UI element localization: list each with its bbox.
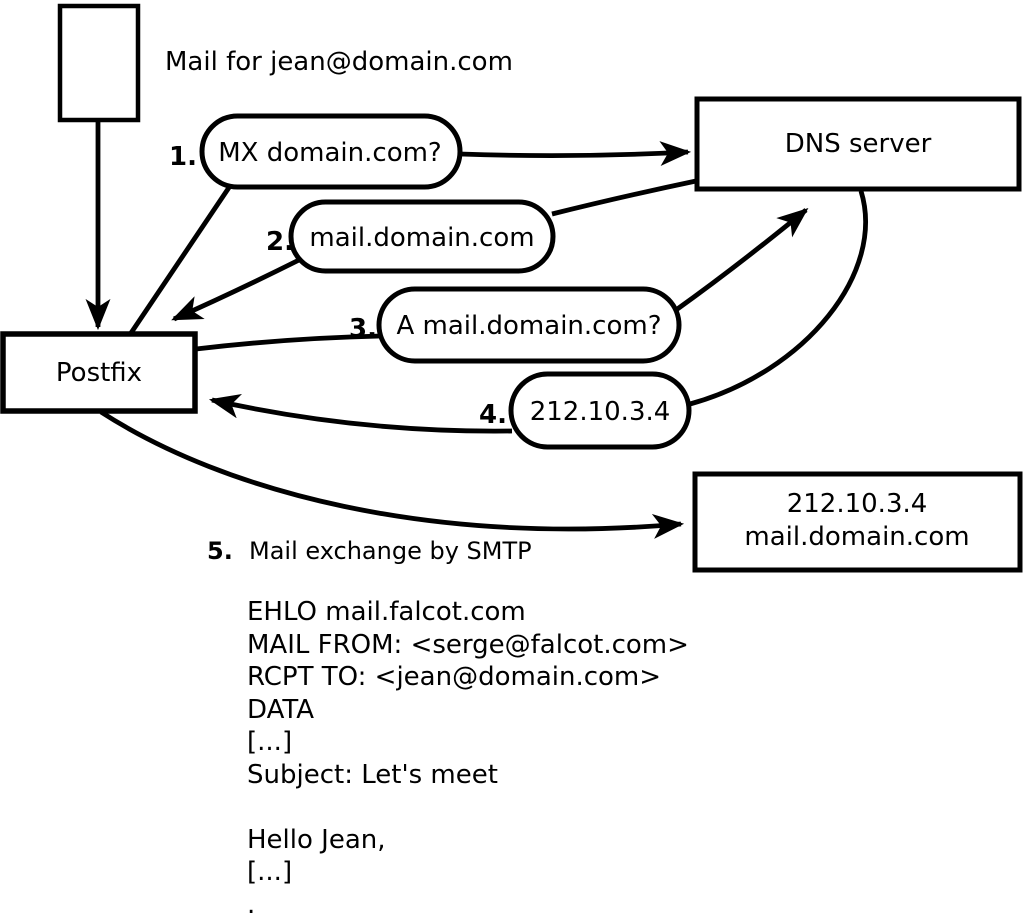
mail-note-label: Mail for jean@domain.com — [165, 47, 513, 77]
mail-server-hostname: mail.domain.com — [744, 522, 969, 552]
step1-bubble — [199, 113, 463, 190]
line-dns-to-mx-reply — [551, 178, 697, 217]
step5-label: Mail exchange by SMTP — [249, 537, 532, 565]
line-postfix-to-mx-query — [129, 184, 232, 335]
postfix-box — [0, 331, 198, 414]
step4-label: 212.10.3.4 — [530, 397, 671, 427]
line-postfix-to-a-query — [195, 333, 382, 352]
step4-bubble — [508, 371, 692, 450]
step2-label: mail.domain.com — [309, 223, 534, 253]
arrow-mx-reply-to-postfix — [171, 256, 303, 322]
mail-server-box — [692, 471, 1023, 573]
step3-label: A mail.domain.com? — [397, 311, 662, 341]
dns-server-label: DNS server — [785, 129, 932, 159]
letter-icon — [57, 3, 141, 123]
mail-server-ip: 212.10.3.4 — [787, 489, 928, 519]
step3-bubble — [376, 286, 682, 364]
arrow-postfix-to-mail-server — [99, 409, 685, 539]
step1-label: MX domain.com? — [218, 138, 441, 168]
step1-number: 1. — [169, 142, 197, 172]
arrow-a-query-to-dns — [674, 208, 809, 312]
smtp-session-transcript: EHLO mail.falcot.com MAIL FROM: <serge@f… — [247, 597, 689, 920]
postfix-label: Postfix — [56, 358, 142, 388]
arrow-a-reply-to-postfix — [208, 393, 513, 434]
step5-number: 5. — [207, 537, 233, 565]
step2-bubble — [288, 199, 556, 274]
dns-server-box — [694, 96, 1022, 192]
step3-number: 3. — [349, 314, 377, 344]
line-dns-to-a-reply — [689, 190, 868, 407]
step2-number: 2. — [266, 227, 294, 257]
step4-number: 4. — [479, 400, 507, 430]
arrow-mx-query-to-dns — [459, 141, 692, 166]
